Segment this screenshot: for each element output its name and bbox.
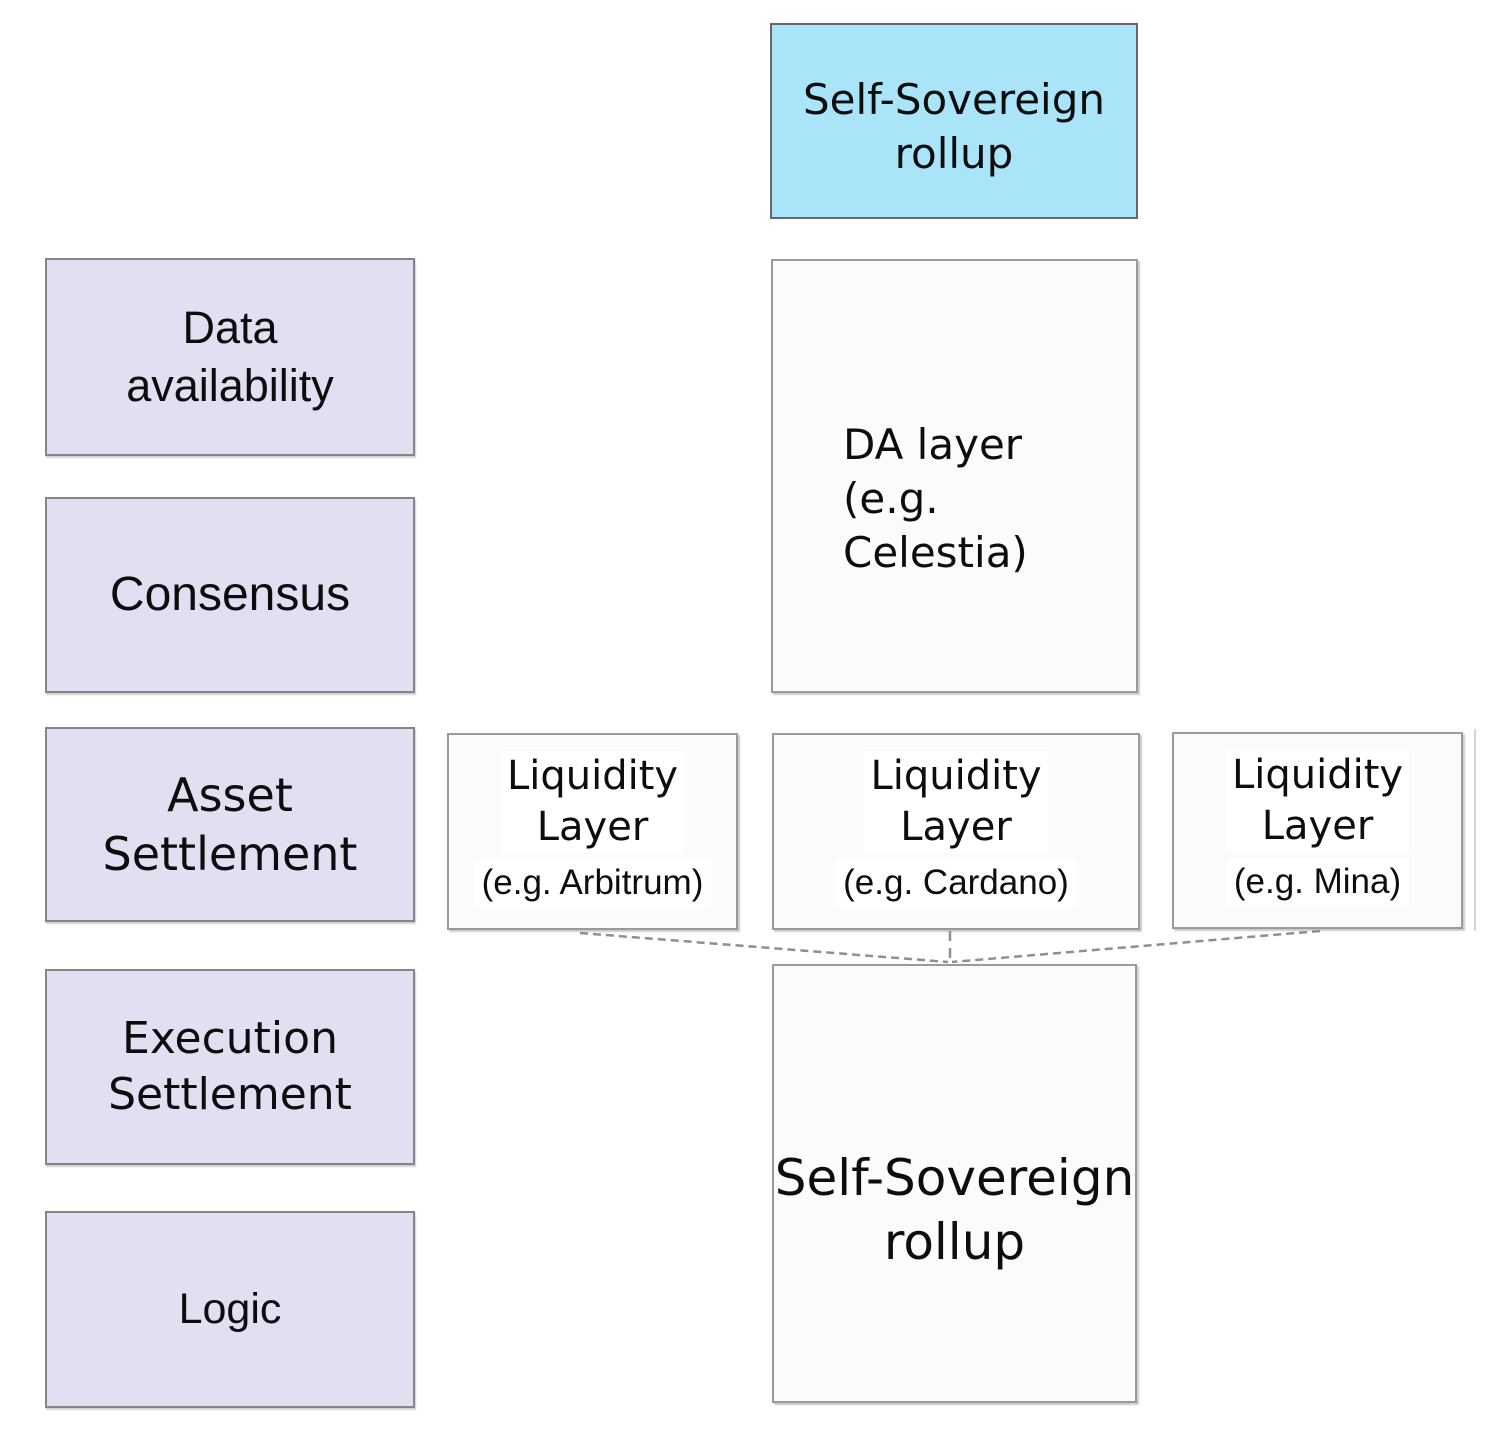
- liquidity-layer-example: (e.g. Mina): [1225, 858, 1410, 907]
- dashed-connector-left: [579, 931, 949, 964]
- self-sovereign-rollup-main-box: Self-Sovereign rollup: [772, 964, 1137, 1403]
- layer-box-data-availability: Data availability: [45, 258, 415, 456]
- layer-box-execution-settlement: Execution Settlement: [45, 969, 415, 1165]
- liquidity-layer-box-mina: Liquidity Layer (e.g. Mina): [1172, 732, 1463, 929]
- da-layer-box: DA layer (e.g. Celestia): [771, 259, 1138, 693]
- layer-box-asset-settlement: Asset Settlement: [45, 727, 415, 922]
- liquidity-layer-box-arbitrum: Liquidity Layer (e.g. Arbitrum): [447, 733, 738, 930]
- self-sovereign-rollup-header-box: Self-Sovereign rollup: [770, 23, 1138, 219]
- liquidity-layer-title: Liquidity Layer: [864, 751, 1048, 854]
- layer-box-logic: Logic: [45, 1211, 415, 1408]
- liquidity-layer-box-cardano: Liquidity Layer (e.g. Cardano): [772, 733, 1140, 930]
- liquidity-layer-example: (e.g. Cardano): [835, 859, 1077, 908]
- liquidity-layer-example: (e.g. Arbitrum): [473, 859, 712, 908]
- liquidity-layer-title: Liquidity Layer: [1225, 750, 1410, 853]
- layer-box-consensus: Consensus: [45, 497, 415, 693]
- liquidity-layer-title: Liquidity Layer: [500, 751, 685, 854]
- dashed-connector-right: [951, 929, 1321, 964]
